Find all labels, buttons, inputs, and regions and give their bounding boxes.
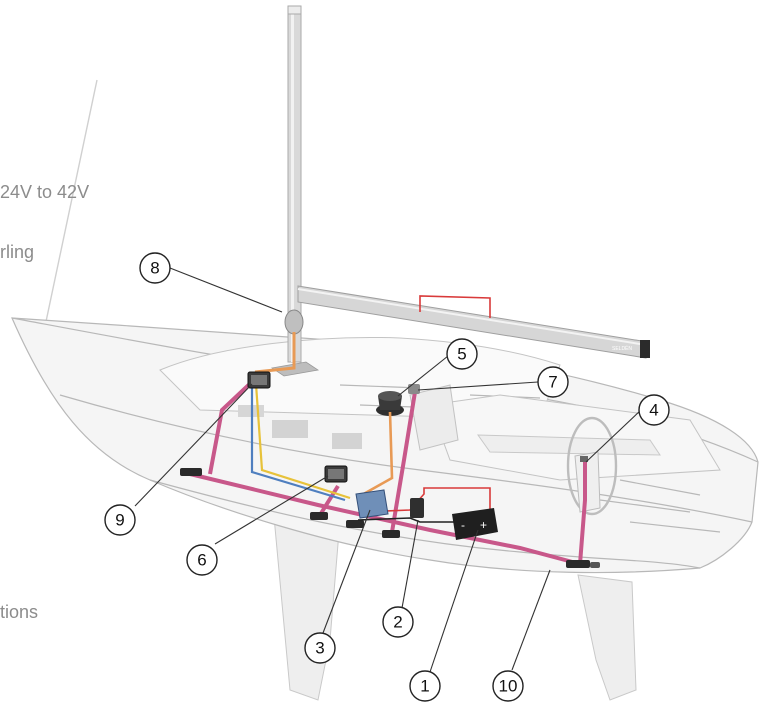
rudder	[577, 574, 637, 701]
callout-1: 1	[409, 670, 441, 702]
callout-9-label: 9	[115, 511, 124, 530]
waterline	[149, 479, 701, 569]
deck-stripe-1	[339, 384, 421, 389]
leader-line-5	[397, 355, 449, 397]
t-connector-3	[346, 520, 364, 528]
text-fragment-connections: tions	[0, 602, 38, 622]
deck-stripe-6	[629, 521, 721, 533]
mast-head	[287, 5, 302, 15]
backbone-cable	[188, 472, 582, 566]
power-supply-unit	[355, 489, 389, 519]
drop-cable-hub	[318, 484, 340, 517]
t-connector-4	[382, 530, 400, 538]
callout-2-label: 2	[393, 613, 402, 632]
leader-line-6	[214, 475, 329, 545]
callout-1-label: 1	[420, 677, 429, 696]
leader-line-8	[169, 267, 283, 313]
yellow-signal-cable	[254, 383, 351, 500]
blue-signal-cable	[250, 384, 346, 502]
control-unit-mast-face	[251, 375, 267, 385]
callout-6: 6	[186, 544, 218, 576]
forestay-line	[39, 79, 98, 351]
battery-plus-icon: +	[480, 518, 487, 532]
callout-5: 5	[446, 338, 478, 370]
helm-pedestal	[574, 451, 601, 513]
steering-wheel	[566, 416, 618, 516]
red-power-cable-2	[361, 487, 491, 513]
mast-cable	[254, 332, 296, 374]
battery	[452, 508, 498, 540]
t-connector-5	[566, 560, 590, 568]
callout-8-label: 8	[150, 259, 159, 278]
callout-6-label: 6	[197, 551, 206, 570]
callout-7-label: 7	[548, 373, 557, 392]
callout-2: 2	[382, 606, 414, 638]
text-fragment-voltage: 24V to 42V	[0, 182, 89, 202]
mast	[287, 9, 302, 363]
callout-9: 9	[104, 504, 136, 536]
leader-line-7	[417, 381, 539, 391]
leader-line-4	[585, 409, 642, 463]
leader-line-2	[401, 519, 419, 609]
boom-end	[640, 340, 650, 358]
line-sensor	[408, 384, 420, 394]
callout-3-label: 3	[315, 639, 324, 658]
mast-highlight	[291, 10, 294, 362]
callout-4: 4	[638, 394, 670, 426]
leader-line-3	[322, 509, 371, 634]
leader-line-1	[429, 529, 479, 673]
boom-logo: SELDÉN	[612, 345, 632, 352]
black-power-cable	[357, 517, 460, 523]
deck-stripe-5	[599, 499, 691, 513]
portlight-2	[272, 420, 308, 438]
callout-3: 3	[304, 632, 336, 664]
drop-cable-wheel	[578, 462, 587, 565]
callout-8: 8	[139, 252, 171, 284]
winch-top	[378, 391, 402, 401]
text-fragment-furling: rling	[0, 242, 34, 262]
drop-cable-pilot	[390, 391, 417, 533]
callout-4-label: 4	[649, 401, 658, 420]
helm-display	[580, 456, 588, 462]
portlight-3	[332, 433, 362, 449]
fuse-switch	[410, 498, 424, 518]
deck-stripe-4	[619, 479, 701, 496]
leader-line-10	[511, 569, 551, 671]
sheer-line	[59, 394, 753, 523]
callout-5-label: 5	[457, 345, 466, 364]
boom-highlight	[297, 288, 647, 346]
callout-10: 10	[492, 670, 524, 702]
backbone-terminator	[590, 562, 600, 568]
callout-7: 7	[537, 366, 569, 398]
drop-cable-mast-unit	[208, 376, 258, 475]
red-power-cable	[419, 295, 491, 318]
control-unit-hub-face	[328, 469, 344, 479]
gooseneck-motor	[284, 309, 304, 335]
leader-line-9	[134, 383, 253, 507]
t-connector-1	[180, 468, 202, 476]
battery-minus-icon: -	[461, 518, 465, 532]
callout-10-label: 10	[499, 677, 518, 696]
orange-control-cable	[359, 411, 394, 498]
t-connector-2	[310, 512, 328, 520]
